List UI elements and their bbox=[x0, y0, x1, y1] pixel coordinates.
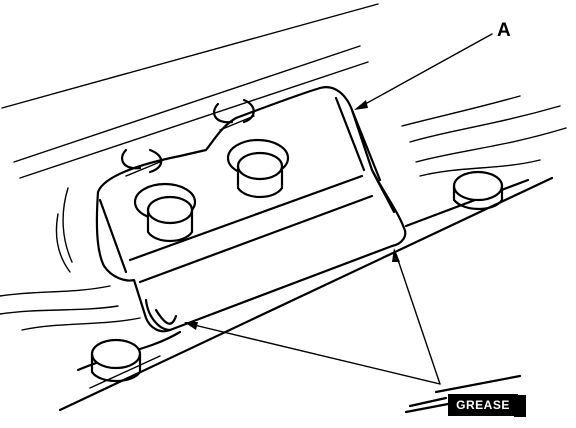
lower-bolt-left bbox=[90, 338, 142, 383]
upper-bolt-left bbox=[133, 182, 197, 243]
hinge-bracket bbox=[95, 86, 407, 333]
upper-bolt-right bbox=[226, 138, 290, 199]
leader-lines bbox=[184, 33, 493, 385]
torque-arrow-icon bbox=[121, 98, 255, 177]
lower-bolt-right bbox=[452, 170, 504, 211]
callout-label-a: A bbox=[497, 20, 511, 41]
body-panel bbox=[0, 3, 567, 331]
grease-label: GREASE bbox=[451, 396, 515, 413]
